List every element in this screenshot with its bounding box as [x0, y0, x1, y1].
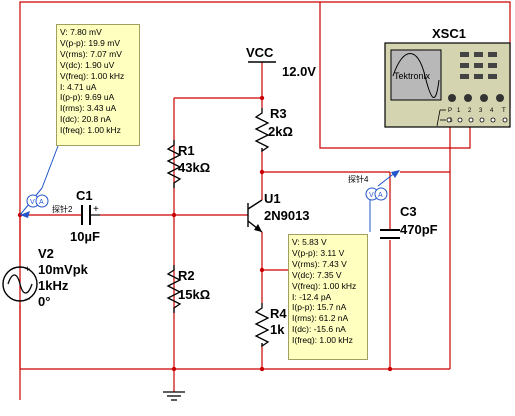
scope-terminal-pins [446, 117, 508, 123]
r3-value: 2kΩ [268, 124, 293, 139]
readout-line: I(freq): 1.00 kHz [292, 335, 353, 346]
vcc-name: VCC [246, 45, 274, 60]
probe-1[interactable]: V A 探针2 [19, 145, 73, 218]
readout-line: I(freq): 1.00 kHz [60, 125, 121, 136]
readout-line: I(dc): 20.8 nA [60, 114, 112, 125]
scope-brand: Tektronix [394, 71, 431, 81]
scope-controls [448, 52, 504, 102]
v2-ac-source[interactable]: + − V2 10mVpk 1kHz 0° [2, 246, 89, 309]
vcc-symbol[interactable]: VCC 12.0V [246, 45, 316, 79]
c1-capacitor[interactable]: + C1 10µF [70, 188, 100, 244]
readout-line: V(p-p): 19.9 mV [60, 37, 120, 48]
c1-value: 10µF [70, 229, 100, 244]
readout-line: V(p-p): 3.11 V [292, 247, 345, 258]
probe-2-readout: V: 5.83 V V(p-p): 3.11 V V(rms): 7.43 V … [288, 234, 368, 360]
probe-2[interactable]: V A 探针4 [348, 170, 400, 232]
r1-resistor[interactable]: R1 43kΩ [166, 140, 210, 188]
vcc-value: 12.0V [282, 64, 316, 79]
readout-line: V: 5.83 V [292, 237, 327, 247]
v2-name: V2 [38, 246, 54, 261]
scope-terminal-t: T [502, 108, 506, 114]
scope-terminal-2: 2 [468, 108, 472, 114]
ground-symbol[interactable] [163, 391, 185, 401]
scope-terminal-4: 4 [490, 108, 494, 114]
probe-1-readout: V: 7.80 mV V(p-p): 19.9 mV V(rms): 7.07 … [56, 24, 140, 146]
r4-resistor[interactable]: R4 1k [254, 303, 287, 348]
u1-part: 2N9013 [264, 208, 310, 223]
r2-value: 15kΩ [178, 287, 210, 302]
c3-capacitor[interactable]: C3 470pF [380, 204, 438, 239]
readout-line: V: 7.80 mV [60, 27, 102, 37]
readout-line: I(dc): -15.6 nA [292, 324, 346, 335]
u1-transistor[interactable]: U1 2N9013 [247, 191, 310, 233]
readout-line: V(dc): 1.90 uV [60, 59, 115, 70]
r4-name: R4 [270, 306, 287, 321]
svg-text:+: + [25, 264, 30, 274]
svg-text:V: V [369, 192, 374, 199]
readout-line: I(rms): 3.43 uA [60, 103, 117, 114]
c1-name: C1 [76, 188, 93, 203]
readout-line: V(dc): 7.35 V [292, 269, 342, 280]
probe-1-name: 探针2 [52, 204, 73, 214]
scope-name: XSC1 [432, 26, 466, 41]
v2-frequency: 1kHz [38, 278, 69, 293]
v2-phase: 0° [38, 294, 50, 309]
c3-name: C3 [400, 204, 417, 219]
readout-line: I(p-p): 9.69 uA [60, 92, 115, 103]
r1-name: R1 [178, 143, 195, 158]
r3-name: R3 [270, 106, 287, 121]
scope-terminal-1: 1 [457, 108, 461, 114]
readout-line: I: -12.4 pA [292, 291, 332, 302]
scope-label-p: P [448, 108, 452, 114]
readout-line: I: 4.71 uA [60, 81, 97, 92]
readout-line: V(freq): 1.00 kHz [60, 70, 125, 81]
u1-name: U1 [264, 191, 281, 206]
svg-text:A: A [39, 199, 44, 206]
scope-terminal-3: 3 [479, 108, 483, 114]
r4-value: 1k [270, 322, 285, 337]
readout-line: V(rms): 7.07 mV [60, 48, 122, 59]
svg-text:−: − [25, 294, 30, 304]
c3-value: 470pF [400, 222, 438, 237]
svg-text:A: A [378, 192, 383, 199]
r2-resistor[interactable]: R2 15kΩ [166, 265, 210, 313]
readout-line: I(rms): 61.2 nA [292, 313, 349, 324]
v2-amplitude: 10mVpk [38, 262, 89, 277]
svg-text:V: V [30, 199, 35, 206]
oscilloscope-xsc1[interactable]: XSC1 Tektronix P G 1 2 3 4 [384, 26, 511, 128]
probe-2-name: 探针4 [348, 174, 369, 184]
readout-line: V(rms): 7.43 V [292, 258, 347, 269]
r1-value: 43kΩ [178, 160, 210, 175]
c1-plus: + [93, 204, 99, 215]
readout-line: I(p-p): 15.7 nA [292, 302, 347, 313]
r2-name: R2 [178, 268, 195, 283]
scope-screen [390, 49, 442, 101]
readout-line: V(freq): 1.00 kHz [292, 280, 357, 291]
r3-resistor[interactable]: R3 2kΩ [254, 106, 293, 153]
